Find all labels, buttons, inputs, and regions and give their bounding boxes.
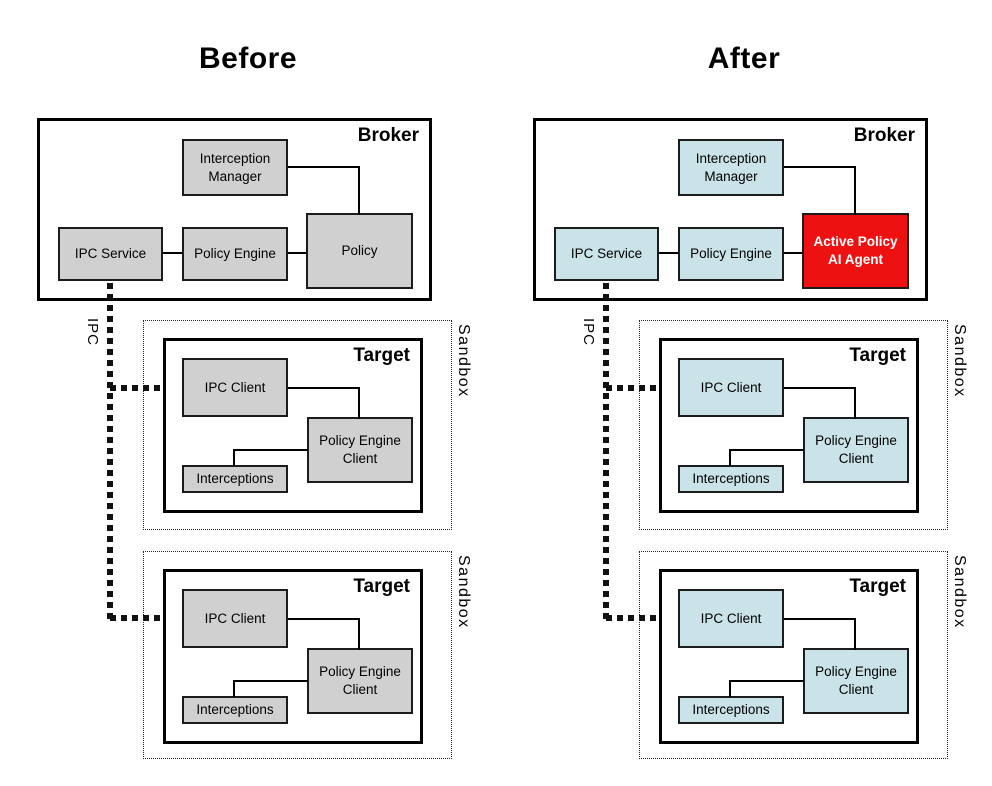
connector-line: [233, 680, 308, 682]
after-panel: After Broker Interception Manager IPC Se…: [496, 0, 992, 786]
sandbox-label: Sandbox: [455, 324, 472, 398]
connector-line: [288, 387, 360, 389]
connector-line: [233, 680, 235, 697]
connector-line: [358, 618, 360, 650]
connector-line: [729, 449, 731, 466]
policy-engine-box: Policy Engine: [182, 227, 288, 281]
connector-line: [288, 252, 306, 254]
connector-line: [358, 387, 360, 419]
interceptions-box: Interceptions: [678, 696, 784, 724]
target-label: Target: [353, 576, 410, 597]
connector-line: [784, 166, 856, 168]
target-label: Target: [849, 345, 906, 366]
interception-manager-box: Interception Manager: [182, 139, 288, 196]
before-panel: Before Broker Interception Manager IPC S…: [37, 42, 472, 759]
active-policy-ai-agent-box: Active Policy AI Agent: [802, 213, 909, 289]
ipc-client-box: IPC Client: [678, 358, 784, 417]
sandbox-container: [639, 551, 948, 759]
interceptions-box: Interceptions: [678, 465, 784, 493]
target-label: Target: [353, 345, 410, 366]
interception-manager-box: Interception Manager: [678, 139, 784, 196]
connector-line: [659, 252, 678, 254]
target-container: Target IPC Client Policy Engine Client I…: [659, 569, 919, 744]
connector-line: [163, 252, 182, 254]
sandbox-label: Sandbox: [455, 555, 472, 629]
connector-line: [854, 387, 856, 419]
policy-engine-box: Policy Engine: [678, 227, 784, 281]
connector-line: [233, 449, 235, 466]
policy-engine-client-box: Policy Engine Client: [307, 648, 413, 714]
broker-label: Broker: [357, 125, 419, 146]
ipc-dotted-branch: [110, 385, 182, 391]
target-container: Target IPC Client Policy Engine Client I…: [163, 338, 423, 513]
ipc-dotted-line-vertical: [107, 283, 113, 621]
broker-container: Broker Interception Manager IPC Service …: [37, 118, 432, 301]
policy-engine-client-box: Policy Engine Client: [803, 648, 909, 714]
connector-line: [729, 680, 731, 697]
broker-label: Broker: [853, 125, 915, 146]
connector-line: [729, 449, 804, 451]
before-title: Before: [198, 42, 298, 75]
connector-line: [233, 449, 308, 451]
sandbox-container: [639, 320, 948, 530]
ipc-link-label: IPC: [580, 318, 597, 347]
target-container: Target IPC Client Policy Engine Client I…: [163, 569, 423, 744]
connector-line: [784, 618, 856, 620]
ipc-service-box: IPC Service: [58, 227, 163, 281]
ipc-dotted-branch: [606, 615, 678, 621]
ipc-dotted-branch: [110, 615, 182, 621]
connector-line: [854, 618, 856, 650]
ipc-client-box: IPC Client: [182, 589, 288, 648]
sandbox-container: [143, 320, 452, 530]
sandbox-container: [143, 551, 452, 759]
ipc-dotted-line-vertical: [603, 283, 609, 621]
connector-line: [288, 166, 360, 168]
sandbox-label: Sandbox: [951, 555, 968, 629]
connector-line: [784, 252, 802, 254]
connector-line: [784, 387, 856, 389]
ipc-client-box: IPC Client: [678, 589, 784, 648]
connector-line: [729, 680, 804, 682]
target-container: Target IPC Client Policy Engine Client I…: [659, 338, 919, 513]
ipc-dotted-branch: [606, 385, 678, 391]
target-label: Target: [849, 576, 906, 597]
sandbox-label: Sandbox: [951, 324, 968, 398]
policy-box: Policy: [306, 213, 413, 289]
policy-engine-client-box: Policy Engine Client: [307, 417, 413, 483]
after-title: After: [707, 42, 781, 75]
ipc-link-label: IPC: [84, 318, 101, 347]
policy-engine-client-box: Policy Engine Client: [803, 417, 909, 483]
ipc-service-box: IPC Service: [554, 227, 659, 281]
connector-line: [358, 166, 360, 215]
interceptions-box: Interceptions: [182, 465, 288, 493]
connector-line: [288, 618, 360, 620]
interceptions-box: Interceptions: [182, 696, 288, 724]
ipc-client-box: IPC Client: [182, 358, 288, 417]
broker-container: Broker Interception Manager IPC Service …: [533, 118, 928, 301]
connector-line: [854, 166, 856, 215]
